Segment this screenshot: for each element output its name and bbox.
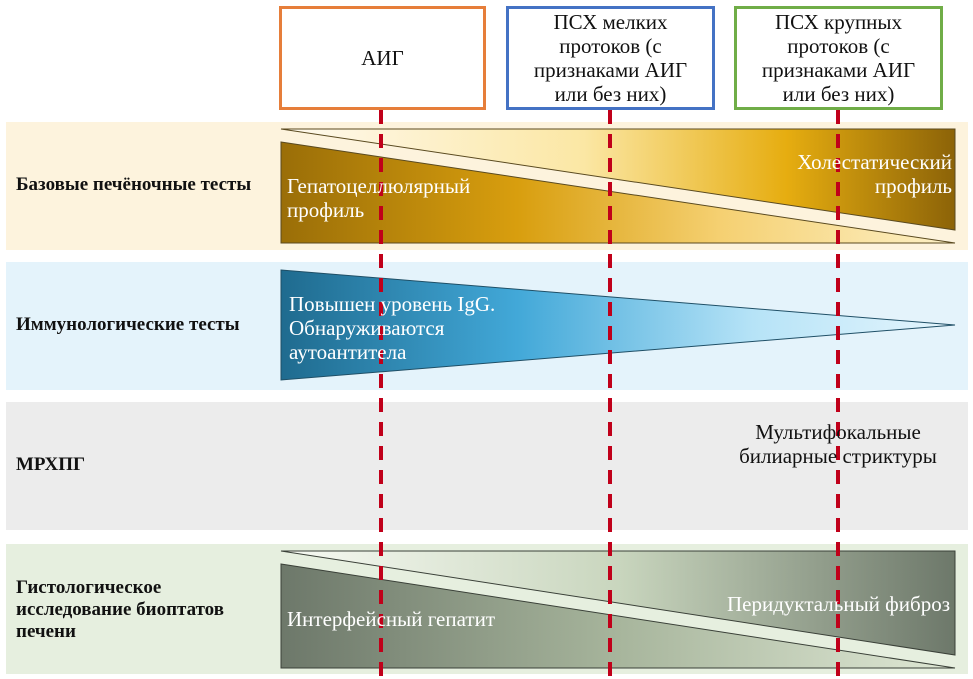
band-mrcp (6, 402, 968, 530)
row-label-liver-tests: Базовые печёночные тесты (16, 174, 252, 195)
histology-fibrosis-text: Перидуктальный фиброз (727, 592, 950, 616)
column-header-psc-small: ПСХ мелких протоков (с признаками АИГ ил… (506, 6, 715, 110)
immuno-text: Повышен уровень IgG. Обнаруживаются ауто… (289, 292, 496, 364)
column-header-psc-large: ПСХ крупных протоков (с признаками АИГ и… (734, 6, 943, 110)
column-header-aig: АИГ (279, 6, 486, 110)
liver-cholestatic-text: Холестатический профиль (797, 150, 952, 198)
column-header-aig-label: АИГ (361, 46, 404, 70)
row-label-mrcp: МРХПГ (16, 454, 86, 475)
histology-fibrosis-wedge (280, 550, 956, 656)
column-header-psc-large-label: ПСХ крупных протоков (с признаками АИГ и… (761, 10, 916, 106)
row-label-histology: Гистологическое исследование биоптатов п… (16, 577, 224, 642)
histology-hepatitis-wedge (280, 563, 956, 669)
immuno-wedge (280, 269, 956, 381)
histology-hepatitis-text: Интерфейсный гепатит (287, 607, 495, 631)
mrcp-text: Мультифокальные билиарные стриктуры (739, 420, 937, 468)
liver-hepatocellular-wedge (280, 141, 956, 244)
row-label-immuno-tests: Иммунологические тесты (16, 314, 240, 335)
liver-hepatocellular-text: Гепатоцеллюлярный профиль (287, 174, 471, 222)
column-header-psc-small-label: ПСХ мелких протоков (с признаками АИГ ил… (533, 10, 688, 106)
liver-cholestatic-wedge (280, 128, 956, 231)
